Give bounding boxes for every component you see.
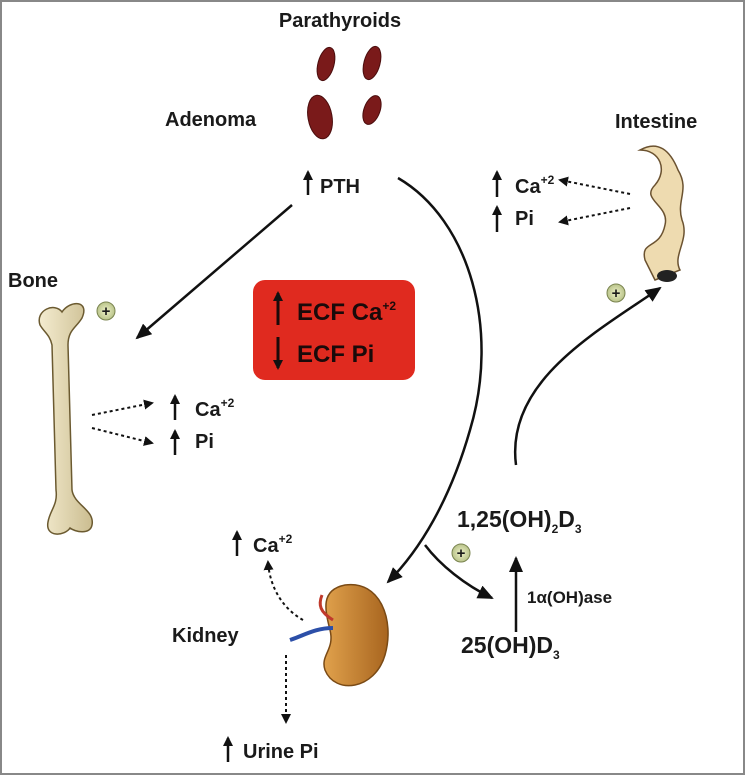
plus-badge-bone: + [96, 301, 116, 321]
svg-text:Ca+2: Ca+2 [253, 532, 293, 557]
parathyroids-label: Parathyroids [279, 10, 401, 32]
plus-badge-intestine: + [606, 283, 626, 303]
svg-text:Pi: Pi [515, 208, 534, 230]
svg-text:ECF Pi: ECF Pi [297, 341, 374, 368]
pth-up: PTH [303, 170, 360, 198]
svg-text:Pi: Pi [195, 431, 214, 453]
pth-to-kidney-arrow [386, 176, 483, 584]
bone-pi: Pi [170, 429, 214, 455]
enzyme-label: 1α(OH)ase [527, 588, 612, 607]
urine-pi: Urine Pi [223, 736, 319, 763]
calcidiol-label: 25(OH)D3 [461, 632, 560, 662]
plus-badge-kidney: + [451, 543, 471, 563]
intestine-ca: Ca+2 [492, 170, 555, 198]
adenoma-gland [307, 94, 333, 140]
svg-text:+: + [612, 285, 621, 302]
intestine-pi: Pi [492, 205, 534, 232]
bone-ca: Ca+2 [170, 394, 235, 421]
parathyroid-glands [307, 45, 382, 140]
kidney-label: Kidney [172, 625, 240, 647]
bone-label: Bone [8, 270, 58, 292]
kidney-icon [289, 583, 389, 687]
svg-text:Ca+2: Ca+2 [195, 396, 235, 421]
svg-text:+: + [102, 303, 111, 320]
dotted-arrow [91, 399, 154, 416]
intestine-icon [637, 145, 685, 282]
intestine-label: Intestine [615, 111, 697, 133]
ecf-box: ECF Ca+2 ECF Pi [253, 280, 415, 380]
svg-text:+: + [457, 545, 466, 562]
svg-text:ECF Ca+2: ECF Ca+2 [297, 299, 396, 326]
dotted-arrow [91, 427, 154, 446]
pth-label: PTH [320, 176, 360, 198]
svg-text:Ca+2: Ca+2 [515, 173, 555, 198]
dotted-arrow [263, 560, 304, 621]
vitd-to-intestine-arrow [513, 286, 662, 466]
kidney-to-vitd-arrow [424, 544, 494, 600]
svg-text:Urine Pi: Urine Pi [243, 741, 319, 763]
pth-to-bone-arrow [135, 204, 293, 340]
bone-icon [38, 303, 93, 535]
adenoma-label: Adenoma [165, 109, 257, 131]
calcitriol-label: 1,25(OH)2D3 [457, 506, 582, 536]
kidney-ca: Ca+2 [232, 530, 293, 557]
